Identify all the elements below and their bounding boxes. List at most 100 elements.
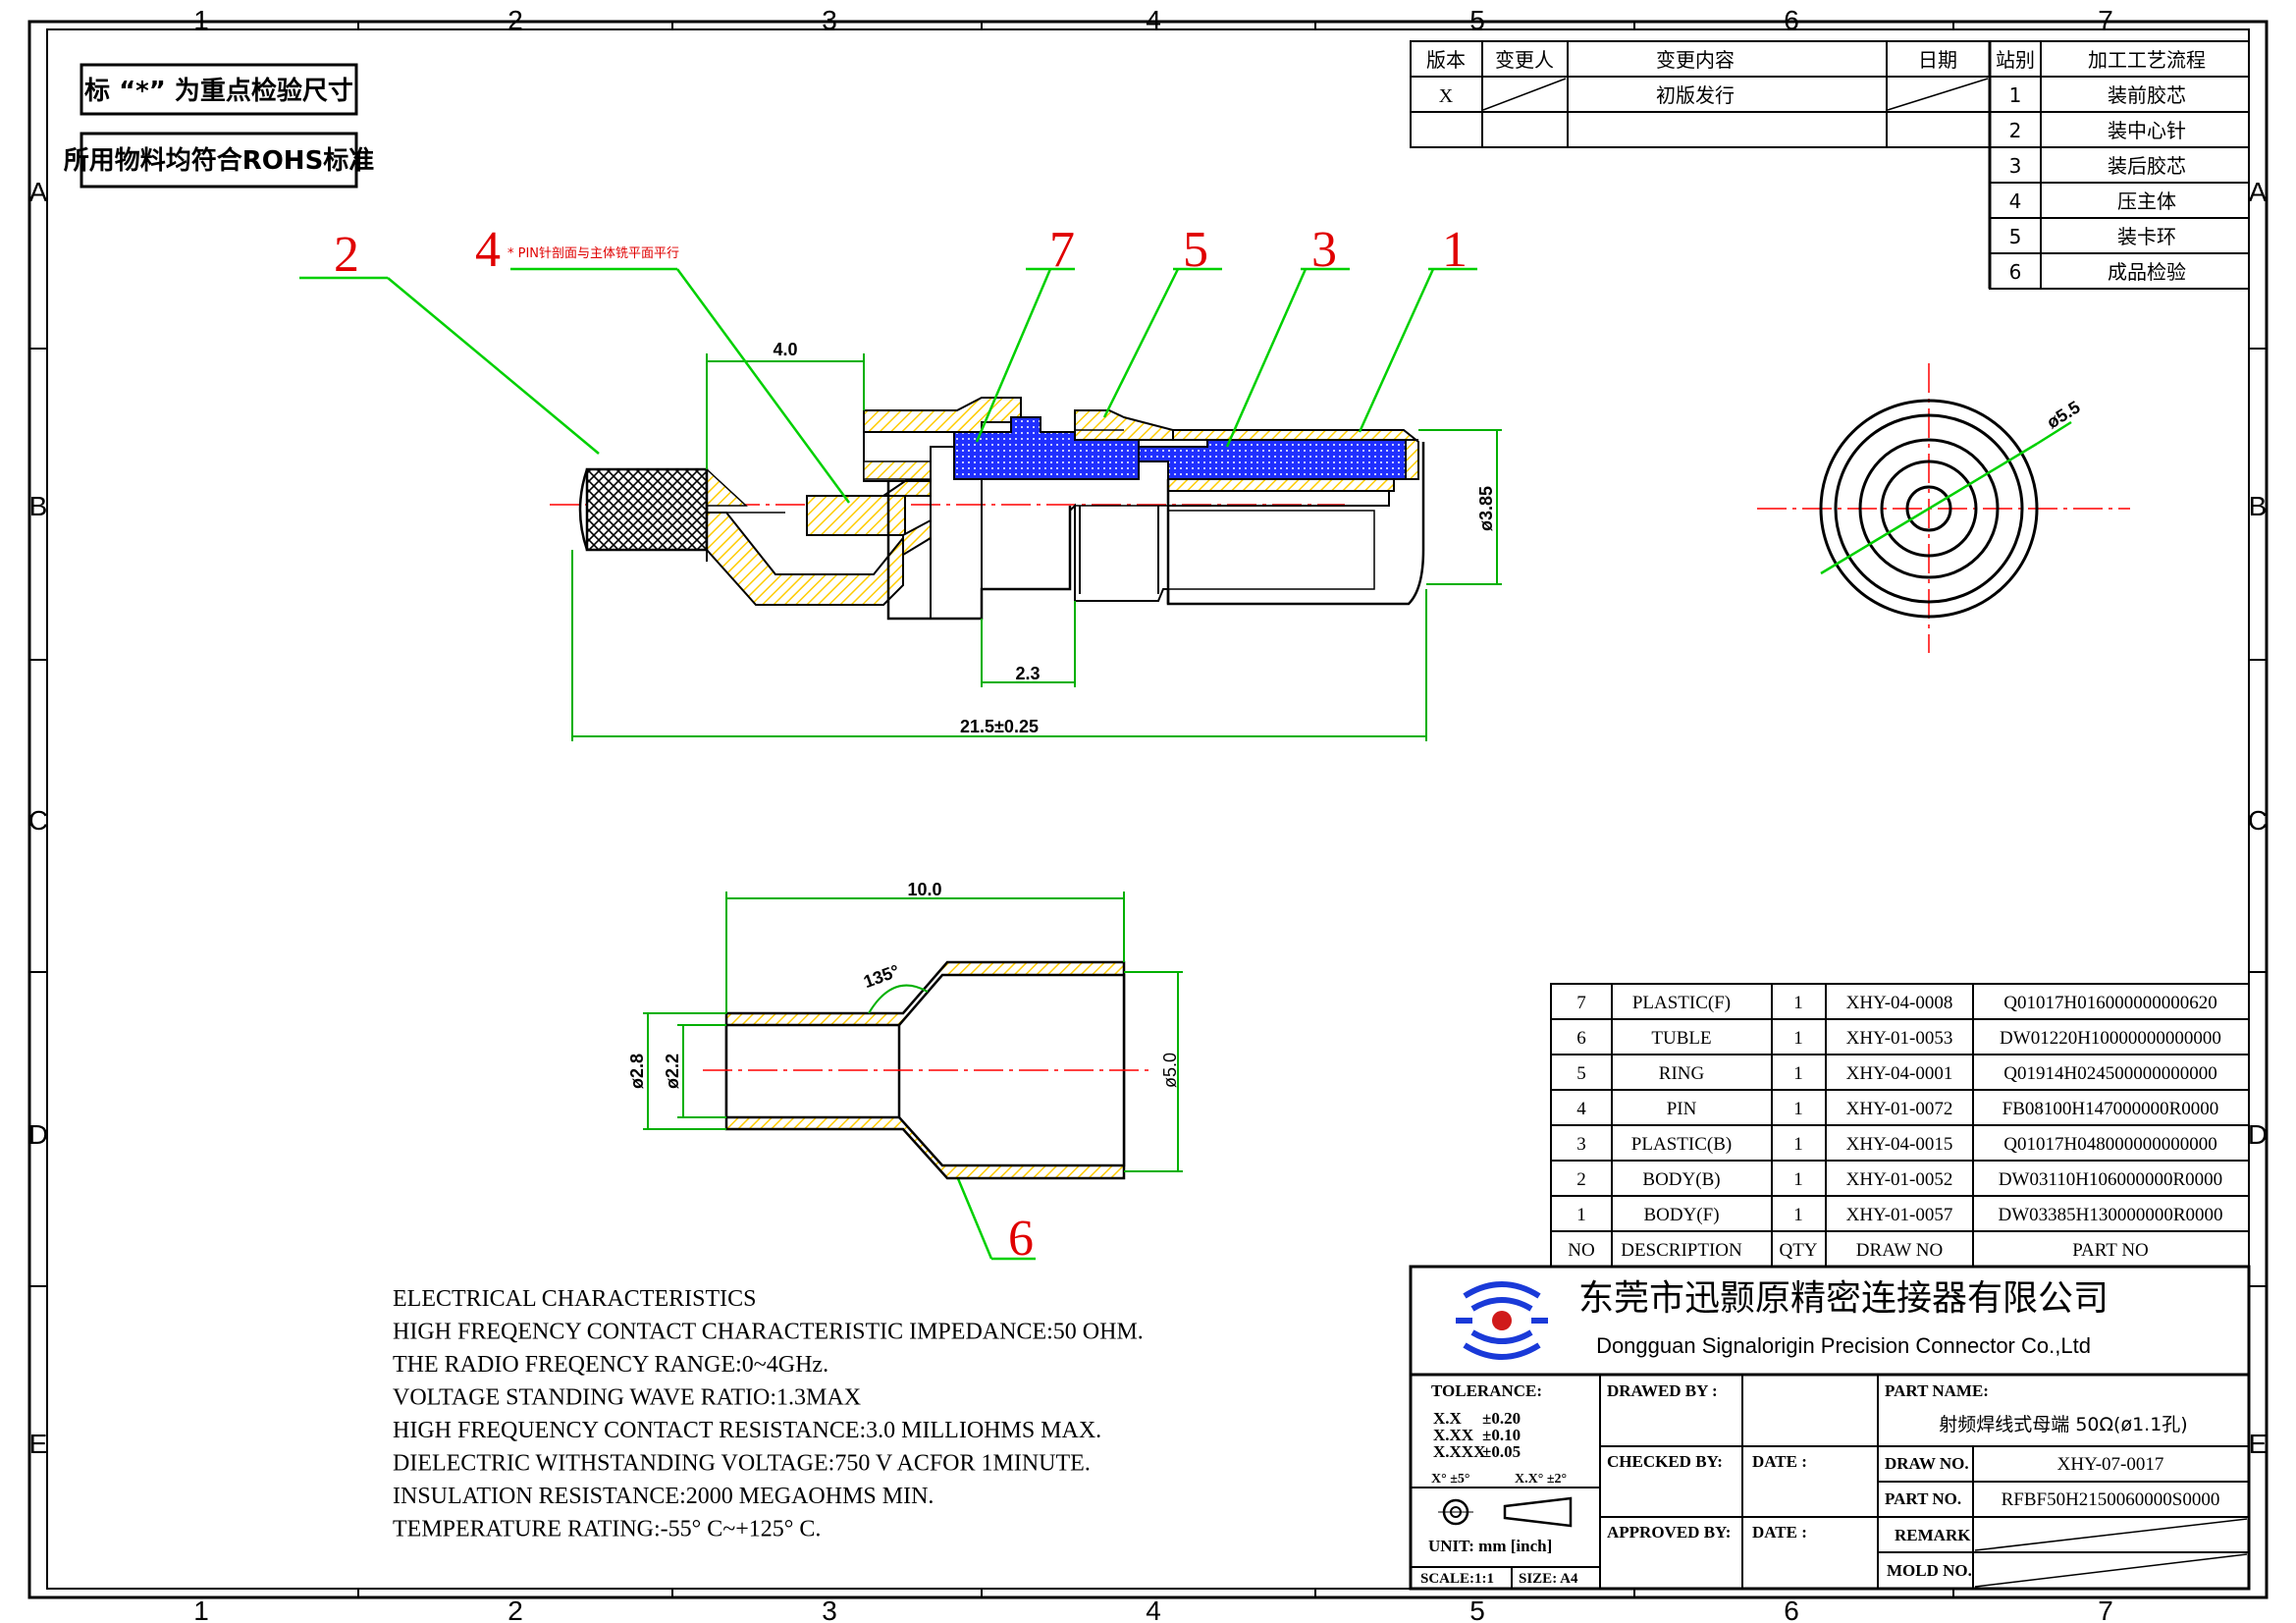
pin (806, 495, 906, 536)
tol-angle2: X.X° ±2° (1515, 1472, 1567, 1487)
process-step-2: 装中心针 (2108, 119, 2186, 142)
bom-cell-3-4: Q01017H048000000000000 (2003, 1134, 2216, 1155)
tol-xxx: X.XX (1433, 1426, 1474, 1444)
bom-cell-5-4: Q01914H024500000000000 (2003, 1063, 2216, 1084)
bom-header-2: QTY (1779, 1240, 1817, 1261)
dim-10-0: 10.0 (907, 880, 941, 899)
zone-col-top-6: 6 (1784, 5, 1799, 35)
zone-col-bottom-7: 7 (2098, 1596, 2113, 1623)
zone-row-right-A: A (2249, 177, 2268, 207)
electrical-line-5: DIELECTRIC WITHSTANDING VOLTAGE:750 V AC… (393, 1451, 1091, 1477)
zone-row-left-A: A (29, 177, 48, 207)
electrical-line-2: THE RADIO FREQENCY RANGE:0~4GHz. (393, 1352, 828, 1378)
checked-by-label: CHECKED BY: (1607, 1452, 1723, 1471)
electrical-line-1: HIGH FREQENCY CONTACT CHARACTERISTIC IMP… (393, 1320, 1144, 1345)
callout-4-note: * PIN针剖面与主体铣平面平行 (507, 246, 679, 261)
zone-row-left-D: D (28, 1119, 48, 1150)
body-f-top (1172, 429, 1419, 480)
drawed-by-label: DRAWED BY : (1607, 1381, 1718, 1400)
bom-cell-5-0: 5 (1576, 1063, 1586, 1084)
tolerance-label: TOLERANCE: (1431, 1381, 1542, 1400)
bom-cell-7-0: 7 (1576, 993, 1586, 1013)
zone-col-top-5: 5 (1469, 5, 1485, 35)
zone-row-right-C: C (2248, 805, 2268, 836)
plastic-b (1138, 439, 1407, 480)
tol-xx: X.X (1433, 1409, 1463, 1428)
zone-col-bottom-3: 3 (822, 1596, 837, 1623)
tol-xx-val: ±0.20 (1482, 1409, 1521, 1428)
bom-cell-6-4: DW01220H10000000000000 (2000, 1028, 2221, 1049)
zone-row-left-E: E (29, 1429, 48, 1459)
approved-by-label: APPROVED BY: (1607, 1523, 1731, 1542)
rev-version: X (1439, 85, 1454, 107)
process-step-6: 成品检验 (2108, 260, 2186, 284)
zone-col-top-7: 7 (2098, 5, 2113, 35)
dimensions-main: 4.0 2.3 21.5±0.25 ø3.85 (571, 340, 1502, 741)
bom-header-3: DRAW NO (1856, 1240, 1943, 1261)
electrical-line-7: TEMPERATURE RATING:-55° C~+125° C. (393, 1517, 821, 1542)
body-top-front (863, 397, 1022, 449)
zone-row-right-B: B (2249, 491, 2268, 521)
draw-no: XHY-07-0017 (2057, 1454, 2164, 1475)
note-box-rohs (80, 132, 358, 189)
dim-d2-2: ø2.2 (663, 1054, 682, 1089)
tol-xxxx-val: ±0.05 (1482, 1442, 1521, 1461)
part-no-label: PART NO. (1885, 1489, 1961, 1508)
bom-cell-5-2: 1 (1793, 1063, 1803, 1084)
zone-row-left-C: C (28, 805, 48, 836)
part-name-label: PART NAME: (1885, 1381, 1989, 1400)
bom-cell-3-3: XHY-04-0015 (1846, 1134, 1953, 1155)
connector-end-view: ø5.5 (1757, 363, 2130, 653)
tube-view: 10.0 135° ø2.8 ø2.2 ø5.0 (627, 880, 1183, 1180)
bom-header-1: DESCRIPTION (1621, 1240, 1742, 1261)
company-logo (1456, 1281, 1548, 1360)
process-station-4: 4 (2009, 189, 2022, 213)
tol-xxx-val: ±0.10 (1482, 1426, 1521, 1444)
electrical-line-4: HIGH FREQUENCY CONTACT RESISTANCE:3.0 MI… (393, 1418, 1101, 1443)
callouts: 2 4 * PIN针剖面与主体铣平面平行 7 5 3 1 6 (299, 222, 1477, 1267)
process-station-1: 1 (2009, 83, 2022, 107)
bom-cell-4-3: XHY-01-0072 (1846, 1099, 1953, 1119)
knurled-tail (585, 467, 709, 552)
bom-cell-7-4: Q01017H016000000000620 (2003, 993, 2216, 1013)
bom-cell-1-1: BODY(F) (1643, 1205, 1719, 1225)
bom-cell-6-3: XHY-01-0053 (1846, 1028, 1953, 1049)
electrical-line-3: VOLTAGE STANDING WAVE RATIO:1.3MAX (393, 1385, 861, 1411)
connector-side-view (550, 397, 1425, 621)
zone-col-bottom-1: 1 (193, 1596, 209, 1623)
process-station-5: 5 (2009, 225, 2022, 248)
callout-2: 2 (334, 227, 359, 283)
bom-cell-2-4: DW03110H106000000R0000 (1999, 1169, 2222, 1190)
zone-col-top-4: 4 (1146, 5, 1161, 35)
inner-frame (46, 28, 2250, 1590)
zone-col-top-1: 1 (193, 5, 209, 35)
rev-header-version: 版本 (1426, 48, 1466, 72)
process-station-2: 2 (2009, 119, 2022, 142)
zone-col-bottom-4: 4 (1146, 1596, 1161, 1623)
bom-cell-2-2: 1 (1793, 1169, 1803, 1190)
bom-cell-7-1: PLASTIC(F) (1632, 993, 1731, 1013)
process-step-4: 压主体 (2117, 189, 2176, 213)
rev-header-changer: 变更人 (1495, 48, 1554, 72)
body-b-lower (706, 512, 904, 606)
bom-cell-3-1: PLASTIC(B) (1631, 1134, 1732, 1155)
unit-label: UNIT: mm [inch] (1428, 1537, 1552, 1555)
company-name-en: Dongguan Signalorigin Precision Connecto… (1596, 1333, 2091, 1358)
scale-label: SCALE:1:1 (1420, 1571, 1494, 1587)
rev-content: 初版发行 (1656, 83, 1735, 107)
dim-d2-8: ø2.8 (627, 1054, 647, 1089)
bom-cell-6-0: 6 (1576, 1028, 1586, 1049)
part-name: 射频焊线式母端 50Ω(ø1.1孔) (1939, 1414, 2187, 1435)
bom-cell-2-0: 2 (1576, 1169, 1586, 1190)
process-step-1: 装前胶芯 (2108, 83, 2186, 107)
dim-21-5: 21.5±0.25 (960, 717, 1039, 736)
remark-label: REMARK (1895, 1526, 1971, 1544)
bom-header-4: PART NO (2072, 1240, 2149, 1261)
dim-2-3: 2.3 (1015, 664, 1040, 683)
zone-row-right-D: D (2248, 1119, 2268, 1150)
